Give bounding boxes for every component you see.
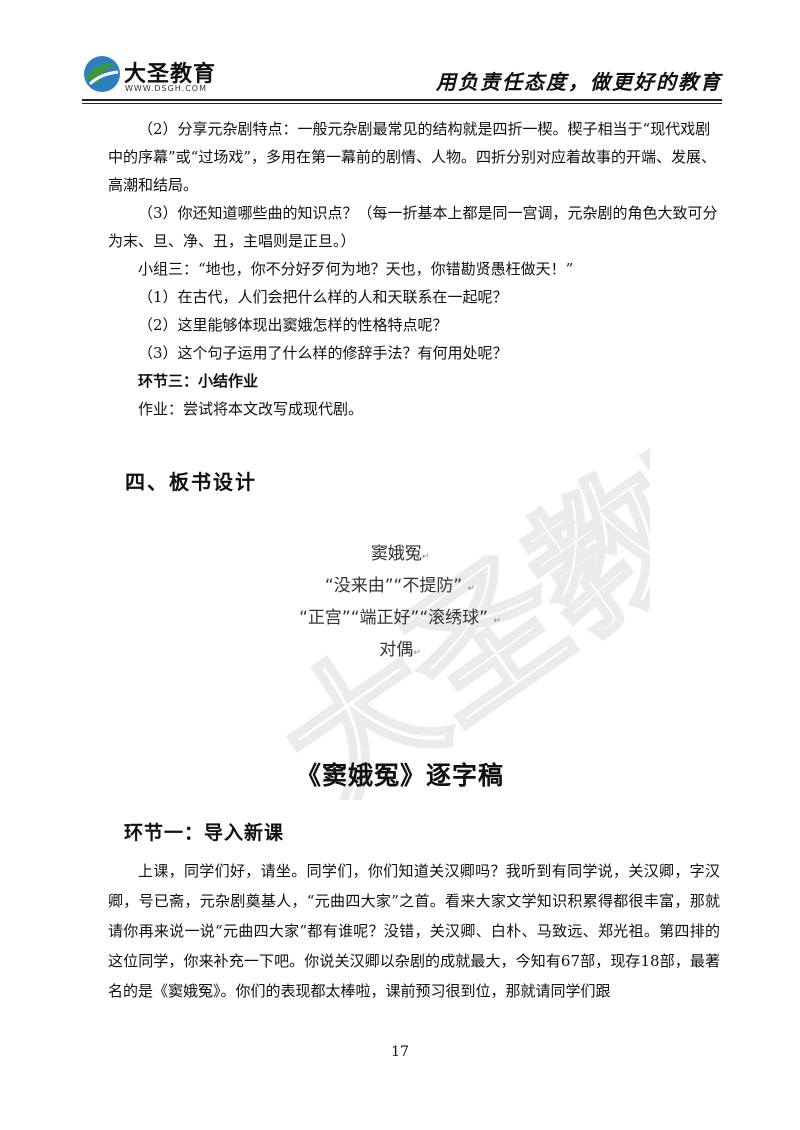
slogan: 用负责任态度，做更好的教育 (436, 70, 722, 94)
page-number: 17 (391, 1044, 409, 1060)
board-design: 窦娥冤↵ “没来由”“不提防” ↵ “正宫”“端正好”“滚绣球” ↵ 对偶↵ (0, 540, 800, 668)
header-rule (82, 99, 722, 101)
return-mark: ↵ (421, 552, 430, 562)
intro-paragraph: 上课，同学们好，请坐。同学们，你们知道关汉卿吗？我听到有同学说，关汉卿，字汉卿，… (108, 862, 720, 1000)
document-title: 《窦娥冤》逐字稿 (295, 761, 504, 790)
board-line-4: 对偶↵ (379, 640, 421, 660)
question-3: （3）这个句子运用了什么样的修辞手法？有何用处呢？ (138, 344, 508, 362)
paragraph-qu-knowledge: （3）你还知道哪些曲的知识点？（每一折基本上都是同一宫调，元杂剧的角色大致可分为… (108, 204, 718, 250)
logo-url: WWW.DSGH.COM (125, 84, 207, 93)
board-line-3: “正宫”“端正好”“滚绣球” ↵ (299, 608, 501, 628)
logo-name: 大圣教育 (124, 62, 217, 87)
question-2: （2）这里能够体现出窦娥怎样的性格特点呢？ (138, 316, 448, 334)
section-top: （2）分享元杂剧特点：一般元杂剧最常见的结构就是四折一楔。楔子相当于“现代戏剧中… (108, 115, 718, 423)
board-line-2: “没来由”“不提防” ↵ (324, 576, 476, 596)
section-one-title: 环节一：导入新课 (124, 822, 285, 844)
return-mark: ↵ (413, 648, 421, 658)
return-mark: ↵ (467, 584, 476, 594)
heading-step-three: 环节三：小结作业 (138, 372, 259, 390)
section-four-title: 四、板书设计 (125, 470, 257, 494)
logo: 大圣教育 WWW.DSGH.COM (82, 52, 242, 98)
question-1: （1）在古代，人们会把什么样的人和天联系在一起呢？ (138, 288, 508, 306)
section-one-body: 上课，同学们好，请坐。同学们，你们知道关汉卿吗？我听到有同学说，关汉卿，字汉卿，… (108, 856, 720, 1006)
homework-text: 作业：尝试将本文改写成现代剧。 (138, 400, 364, 418)
board-line-1: 窦娥冤↵ (370, 544, 430, 564)
group-three-quote: 小组三：“地也，你不分好歹何为地？天也，你错勘贤愚枉做天！” (138, 260, 574, 278)
page-header: 大圣教育 WWW.DSGH.COM 用负责任态度，做更好的教育 (82, 52, 722, 104)
return-mark: ↵ (493, 616, 501, 626)
paragraph-structure: （2）分享元杂剧特点：一般元杂剧最常见的结构就是四折一楔。楔子相当于“现代戏剧中… (108, 120, 717, 194)
header-rule-thin (82, 103, 722, 104)
logo-globe-icon (84, 56, 120, 92)
